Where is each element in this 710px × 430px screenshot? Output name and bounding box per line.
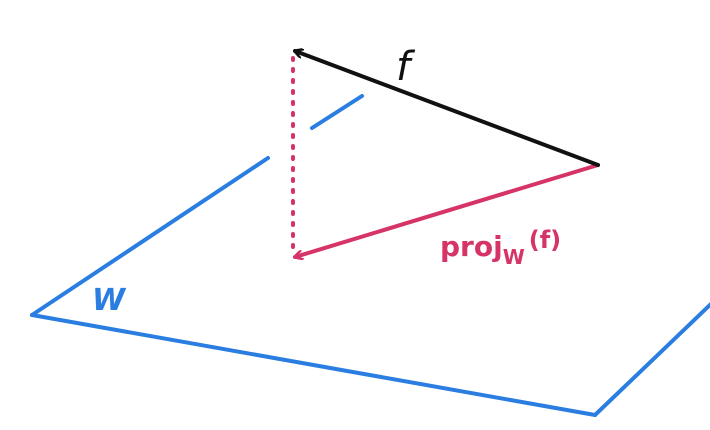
projection-vector-arrow bbox=[295, 163, 600, 257]
plane-left-edge-dash bbox=[310, 94, 364, 130]
vector-f-label: f bbox=[396, 44, 416, 90]
plane-left-edge bbox=[30, 156, 270, 317]
projection-label-sub: W bbox=[503, 245, 525, 269]
plane-right-edge bbox=[593, 302, 710, 417]
plane-w bbox=[30, 94, 710, 417]
projection-label-main: proj bbox=[440, 230, 503, 263]
plane-w-label: W bbox=[92, 283, 127, 318]
plane-bottom-edge bbox=[30, 313, 597, 417]
projection-label: projW(f) bbox=[440, 226, 561, 269]
projection-label-arg: (f) bbox=[529, 226, 561, 254]
vector-f-arrow bbox=[295, 51, 600, 167]
